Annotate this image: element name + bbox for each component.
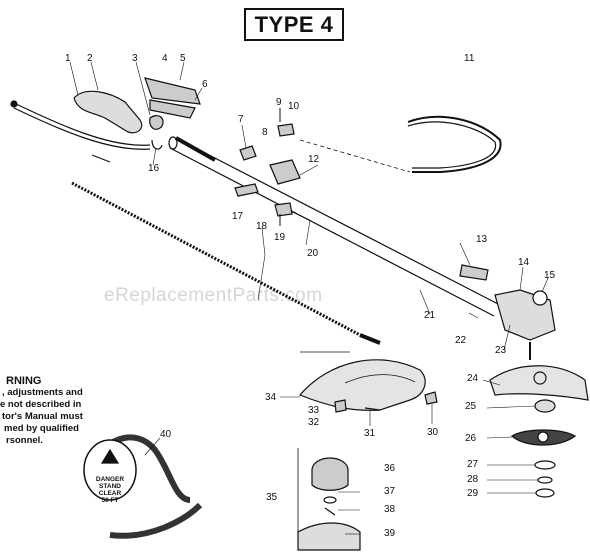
throttle-housing [144, 77, 201, 119]
callout-34: 34 [265, 392, 277, 403]
callout-19: 19 [274, 232, 286, 243]
decal-line-2: STAND [99, 483, 121, 490]
callout-4: 4 [162, 53, 168, 64]
decal-line-4: 50 FT [101, 497, 119, 504]
warning-line-2: e not described in [0, 399, 82, 410]
callout-5: 5 [180, 53, 186, 64]
decal-line-1: DANGER [95, 476, 125, 483]
callout-7: 7 [238, 114, 244, 125]
callout-35: 35 [266, 492, 278, 503]
warning-notice: RNING , adjustments and e not described … [0, 375, 110, 447]
main-tube [168, 136, 501, 317]
callout-17: 17 [232, 211, 244, 222]
callout-12: 12 [308, 154, 320, 165]
handle-grip [73, 90, 143, 134]
callout-13: 13 [476, 234, 488, 245]
callout-30: 30 [427, 427, 439, 438]
type-title-box: TYPE 4 [244, 8, 344, 41]
callout-22: 22 [455, 335, 467, 346]
callout-6: 6 [202, 79, 208, 90]
throttle-cable [10, 100, 151, 163]
callout-40: 40 [160, 429, 172, 440]
trimmer-head [297, 448, 361, 551]
callout-24: 24 [467, 373, 479, 384]
callout-21: 21 [424, 310, 436, 321]
leader-lines [69, 61, 549, 535]
callout-38: 38 [384, 504, 396, 515]
blade-hardware-stack [511, 399, 577, 498]
gear-head [459, 264, 556, 360]
hose [299, 115, 502, 173]
blade-guard [489, 365, 589, 401]
warning-line-4: med by qualified [4, 423, 79, 434]
callout-9: 9 [276, 97, 282, 108]
drive-shaft [71, 181, 381, 345]
callout-27: 27 [467, 459, 479, 470]
callout-15: 15 [544, 270, 556, 281]
callout-23: 23 [495, 345, 507, 356]
callout-29: 29 [467, 488, 479, 499]
handle-clamp-parts [234, 108, 301, 226]
callout-20: 20 [307, 248, 319, 259]
callout-39: 39 [384, 528, 396, 539]
callout-32: 32 [308, 417, 320, 428]
callout-8: 8 [262, 127, 268, 138]
callout-25: 25 [465, 401, 477, 412]
callout-36: 36 [384, 463, 396, 474]
callout-28: 28 [467, 474, 479, 485]
callout-1: 1 [65, 53, 71, 64]
warning-line-3: tor's Manual must [2, 411, 83, 422]
type-title: TYPE 4 [254, 11, 334, 37]
harness [83, 434, 203, 539]
callout-14: 14 [518, 257, 530, 268]
guard-hardware [334, 391, 438, 413]
callout-18: 18 [256, 221, 268, 232]
watermark: eReplacementParts.com [104, 285, 323, 306]
callout-10: 10 [288, 101, 300, 112]
callout-31: 31 [364, 428, 376, 439]
decal-line-3: CLEAR [98, 490, 122, 497]
warning-heading: RNING [6, 375, 42, 387]
warning-line-1: , adjustments and [2, 387, 83, 398]
callout-33: 33 [308, 405, 320, 416]
callout-3: 3 [132, 53, 138, 64]
callout-26: 26 [465, 433, 477, 444]
callout-37: 37 [384, 486, 396, 497]
callout-11: 11 [464, 53, 475, 64]
callout-16: 16 [148, 163, 160, 174]
trigger [149, 114, 164, 150]
debris-shield [298, 351, 426, 411]
danger-decal: DANGER STAND CLEAR 50 FT [92, 476, 128, 504]
callout-2: 2 [87, 53, 93, 64]
warning-line-5: rsonnel. [6, 435, 43, 446]
